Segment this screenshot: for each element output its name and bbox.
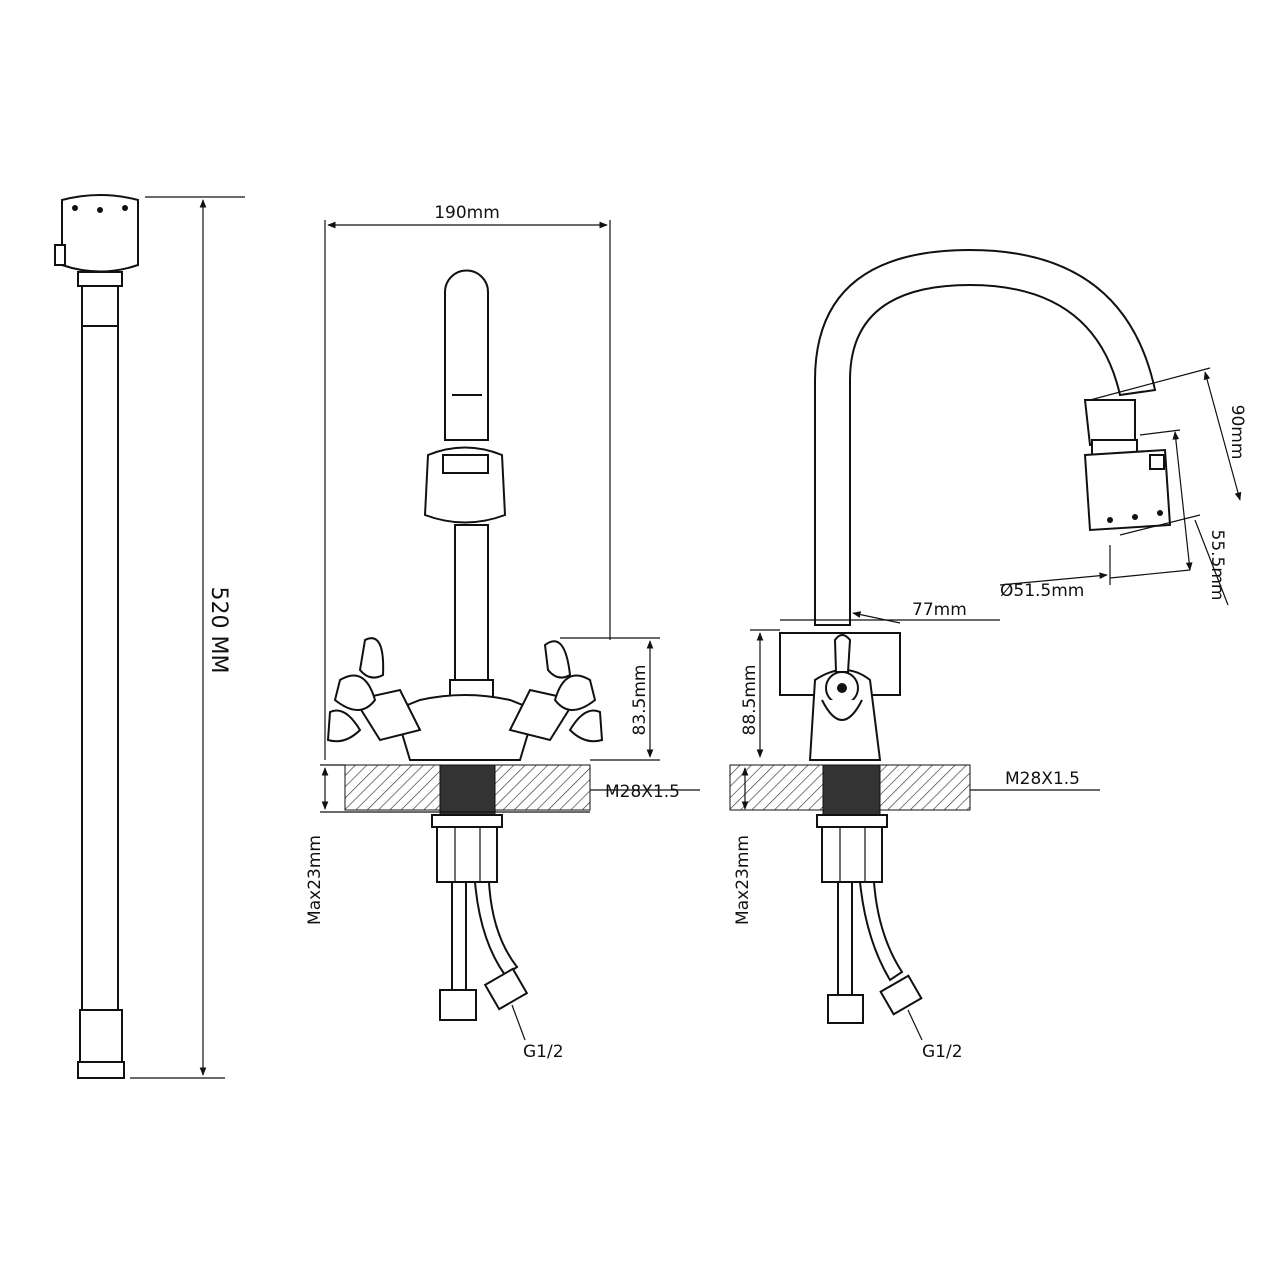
side-reach-label: 77mm: [912, 600, 967, 620]
front-connection-label: G1/2: [523, 1042, 564, 1062]
hose-length-label: 520 MM: [206, 587, 231, 674]
front-view: 190mm 83.5mm M28X1.5 Max23mm G1/2: [305, 203, 700, 1062]
side-head-diameter-label: Ø51.5mm: [1000, 581, 1084, 601]
front-handle-height-label: 83.5mm: [630, 665, 650, 736]
front-width-label: 190mm: [434, 203, 500, 223]
side-head-lower-label: 55.5mm: [1207, 530, 1227, 601]
pull-out-hose: 520 MM: [54, 194, 245, 1079]
front-thread-label: M28X1.5: [605, 782, 680, 802]
side-connection-label: G1/2: [922, 1042, 963, 1062]
side-head-height-label: 90mm: [1227, 405, 1247, 460]
side-thread-label: M28X1.5: [1005, 769, 1080, 789]
front-max-thickness-label: Max23mm: [305, 835, 325, 925]
side-body-height-label: 88.5mm: [740, 665, 760, 736]
side-max-thickness-label: Max23mm: [733, 835, 753, 925]
side-view: 90mm 55.5mm Ø51.5mm 77mm 88.5mm M28X1.5 …: [729, 248, 1247, 1062]
